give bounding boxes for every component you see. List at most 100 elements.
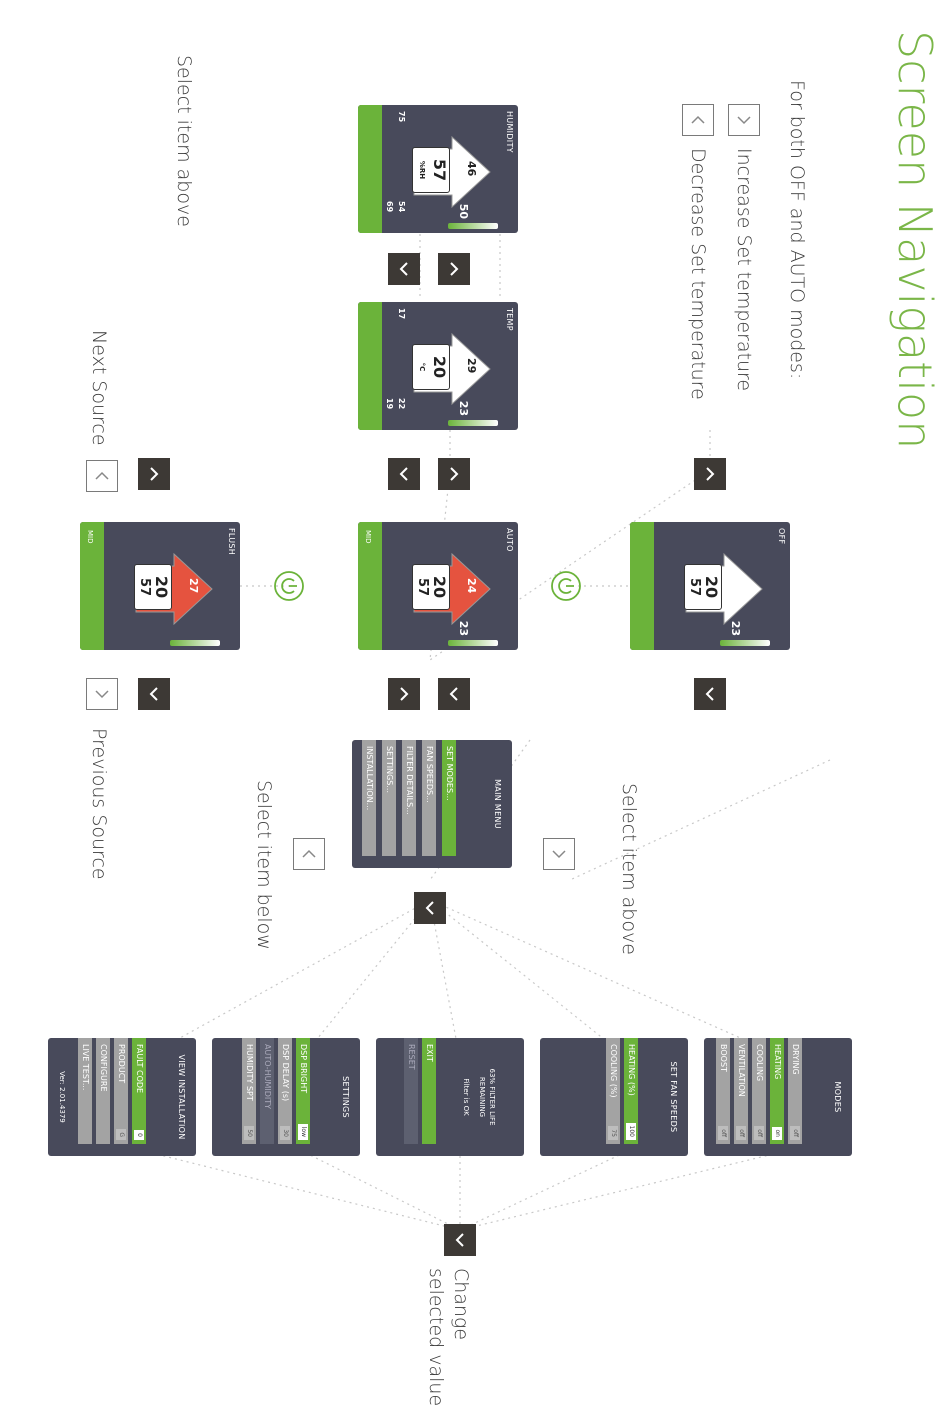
auto-sub: 57 (415, 577, 430, 597)
note-decrease: Decrease Set temperature (687, 148, 709, 400)
up-arrow-button[interactable] (438, 458, 470, 490)
settings-row[interactable]: AUTO-HUMIDITY (260, 1038, 274, 1144)
humidity-unit: %RH (418, 160, 426, 180)
previous-source-button[interactable] (86, 678, 118, 710)
humidity-extra: 69 (385, 201, 394, 213)
fan-row[interactable]: COOLING (%)75 (606, 1038, 620, 1144)
note-change-2: selected value (425, 1268, 447, 1407)
filter-status: Filter is OK (462, 1078, 470, 1116)
filter-reset-button[interactable]: RESET (404, 1038, 418, 1144)
select-below-button[interactable] (293, 838, 325, 870)
installation-row[interactable]: CONFIGURE (96, 1038, 110, 1144)
temp-ceiling: 29 (465, 358, 478, 374)
power-icon[interactable] (273, 570, 305, 602)
humidity-readout: 57 %RH (412, 147, 450, 193)
down-arrow-button[interactable] (414, 892, 446, 924)
main-menu-title: MAIN MENU (493, 779, 502, 829)
down-arrow-button[interactable] (438, 678, 470, 710)
installation-row-label: PRODUCT (117, 1044, 126, 1084)
next-source-button[interactable] (86, 460, 118, 492)
settings-row-value: low (298, 1123, 308, 1140)
power-icon[interactable] (550, 570, 582, 602)
up-arrow-button[interactable] (694, 458, 726, 490)
note-select-above-bottom: Select item above (618, 783, 640, 955)
fan-row-unit: (%) (627, 1081, 636, 1096)
off-sub: 57 (687, 577, 702, 597)
installation-row[interactable]: LIVE TEST... (78, 1038, 92, 1144)
up-arrow-button[interactable] (438, 253, 470, 285)
settings-row[interactable]: DSP DELAY (s)30 (278, 1038, 292, 1144)
increase-button[interactable] (728, 104, 760, 136)
fan-row-unit: (%) (609, 1083, 618, 1098)
auto-gauge (448, 640, 498, 646)
down-arrow-button[interactable] (138, 678, 170, 710)
up-arrow-button[interactable] (388, 678, 420, 710)
note-select-below: Select item below (253, 780, 275, 950)
temp-transfer: 22 (397, 398, 406, 410)
modes-row-label: HEATING (773, 1044, 782, 1080)
flush-readout: 20 57 (134, 564, 172, 610)
auto-readout: 20 57 (412, 564, 450, 610)
modes-row[interactable]: BOOST off (716, 1038, 730, 1144)
modes-row-value: off (718, 1126, 728, 1140)
humidity-main: 57 (430, 158, 449, 182)
flush-mode: MID (86, 530, 94, 544)
modes-row-value: off (736, 1126, 746, 1140)
flush-sub: 57 (137, 577, 152, 597)
filter-exit-button[interactable]: EXIT (422, 1038, 436, 1144)
settings-row-label: DSP BRIGHT (299, 1044, 308, 1094)
note-select-above-top: Select item above (173, 55, 195, 227)
main-menu-item[interactable]: INSTALLATION... (362, 740, 376, 856)
settings-title: SETTINGS (341, 1076, 350, 1118)
settings-row[interactable]: DSP BRIGHT low (296, 1038, 310, 1144)
auto-label: AUTO (505, 528, 514, 552)
temp-gauge (448, 420, 498, 426)
temp-extra: 19 (385, 398, 394, 410)
installation-row-label: CONFIGURE (99, 1044, 108, 1092)
humidity-outside: 75 (397, 111, 406, 123)
fan-row-label: HEATING (627, 1044, 636, 1080)
select-above-button[interactable] (543, 838, 575, 870)
main-menu-item[interactable]: SET MODES... (442, 740, 456, 856)
down-arrow-button[interactable] (694, 678, 726, 710)
flush-arrow-value: 27 (187, 578, 200, 594)
auto-arrow-value: 24 (465, 578, 478, 594)
main-menu-item[interactable]: SETTINGS... (382, 740, 396, 856)
settings-screen: SETTINGS DSP BRIGHT low DSP DELAY (s)30 A… (212, 1038, 360, 1156)
up-arrow-button[interactable] (138, 458, 170, 490)
temp-unit: °C (418, 362, 426, 372)
modes-row-label: BOOST (719, 1044, 728, 1072)
note-increase: Increase Set temperature (733, 148, 755, 392)
off-screen: OFF 23 20 57 (630, 522, 790, 650)
decrease-button[interactable] (682, 104, 714, 136)
down-arrow-button[interactable] (388, 253, 420, 285)
humidity-transfer: 54 (397, 201, 406, 213)
modes-title: MODES (833, 1081, 842, 1113)
main-menu-item[interactable]: FILTER DETAILS... (402, 740, 416, 856)
auto-mode: MID (364, 530, 372, 544)
fan-row[interactable]: HEATING (%)100 (624, 1038, 638, 1144)
down-arrow-button[interactable] (388, 458, 420, 490)
temp-main: 20 (430, 355, 449, 379)
humidity-ceiling: 46 (465, 161, 478, 177)
change-value-button[interactable] (444, 1224, 476, 1256)
fan-row-label: COOLING (609, 1044, 618, 1082)
flush-screen: FLUSH 27 20 57 MID (80, 522, 240, 650)
flush-gauge (170, 640, 220, 646)
main-menu-item[interactable]: FAN SPEEDS... (422, 740, 436, 856)
main-menu-screen: MAIN MENU SET MODES... FAN SPEEDS... FIL… (352, 740, 512, 868)
temp-readout: 20 °C (412, 344, 450, 390)
off-readout: 20 57 (684, 564, 722, 610)
filter-life: 63% FILTER LIFE (488, 1068, 496, 1126)
installation-title: VIEW INSTALLATION (177, 1054, 186, 1140)
